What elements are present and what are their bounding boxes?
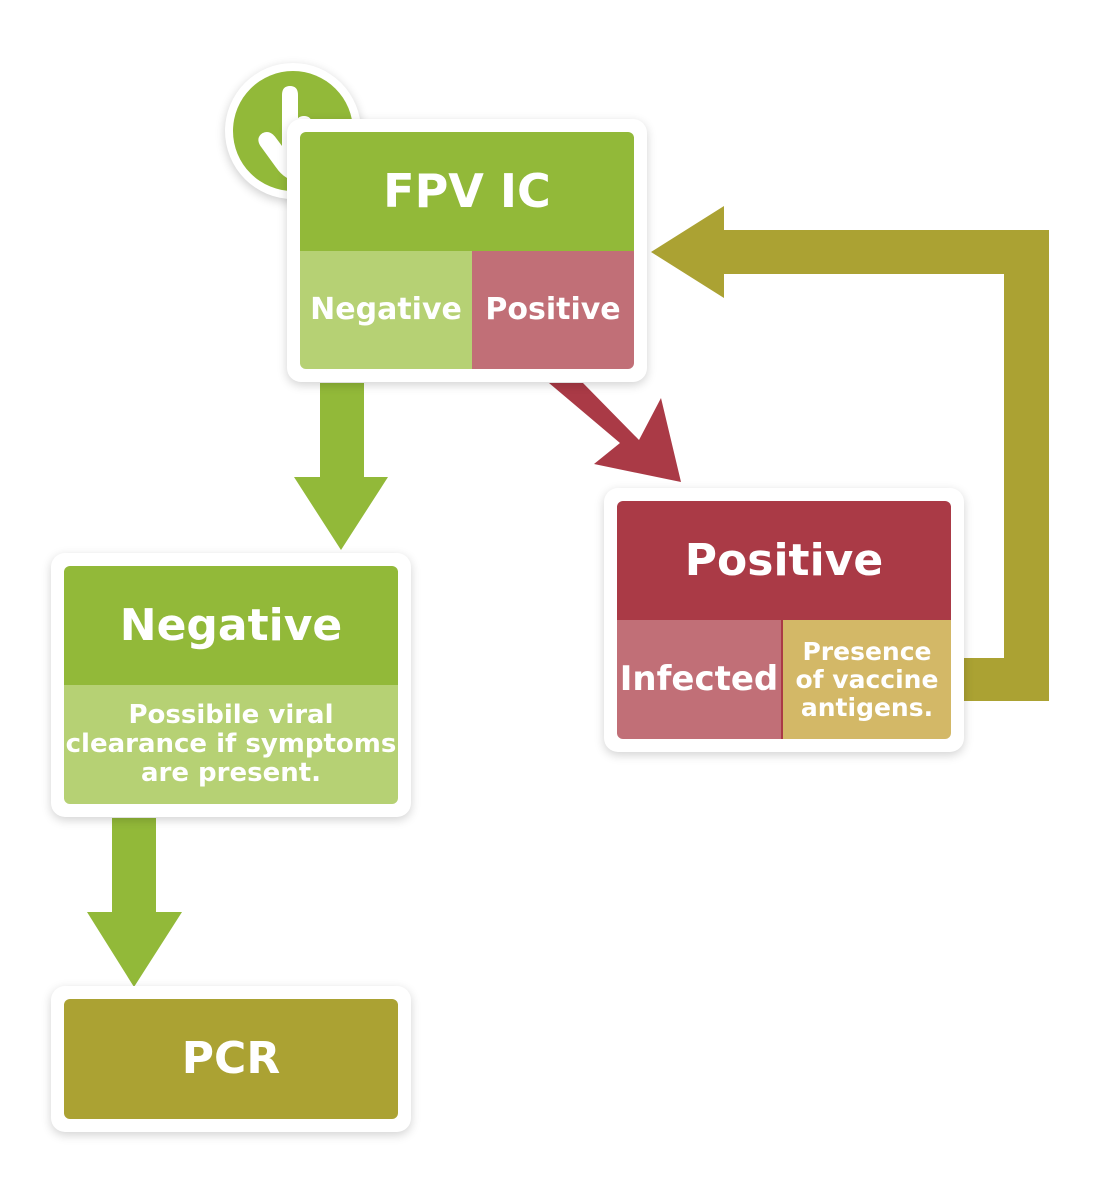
pcr-card: PCR — [51, 986, 411, 1132]
positive-vaccine-antigens[interactable]: Presence of vaccine antigens. — [783, 620, 951, 739]
negative-description-line: clearance if symptoms — [65, 728, 397, 759]
fpv-ic-box: FPV IC Negative Positive — [300, 132, 634, 369]
arrow-to-pcr — [87, 818, 182, 987]
pcr-box[interactable]: PCR — [64, 999, 398, 1119]
arrow-to-negative — [294, 383, 388, 550]
negative-description-line: Possibile viral — [128, 699, 334, 730]
negative-box: Negative Possibile viral clearance if sy… — [64, 566, 398, 804]
negative-description-line: are present. — [140, 758, 322, 789]
positive-infected[interactable]: Infected — [617, 620, 781, 739]
vaccine-line: Presence — [802, 636, 932, 666]
arrow-loop-back — [651, 206, 1049, 701]
fpv-ic-positive[interactable]: Positive — [472, 251, 634, 369]
positive-box: Positive Infected Presence of vaccine an… — [617, 501, 951, 739]
fpv-ic-negative[interactable]: Negative — [300, 251, 472, 369]
arrow-to-positive — [549, 383, 681, 482]
positive-card: Positive Infected Presence of vaccine an… — [604, 488, 964, 752]
positive-divider — [781, 620, 783, 739]
vaccine-line: antigens. — [800, 692, 934, 722]
negative-title: Negative — [64, 566, 398, 685]
positive-title: Positive — [617, 501, 951, 620]
negative-description: Possibile viral clearance if symptoms ar… — [64, 685, 398, 804]
pcr-title: PCR — [181, 1033, 281, 1085]
vaccine-line: of vaccine — [795, 664, 939, 694]
fpv-ic-card: FPV IC Negative Positive — [287, 119, 647, 382]
fpv-ic-title: FPV IC — [300, 132, 634, 251]
negative-card: Negative Possibile viral clearance if sy… — [51, 553, 411, 817]
